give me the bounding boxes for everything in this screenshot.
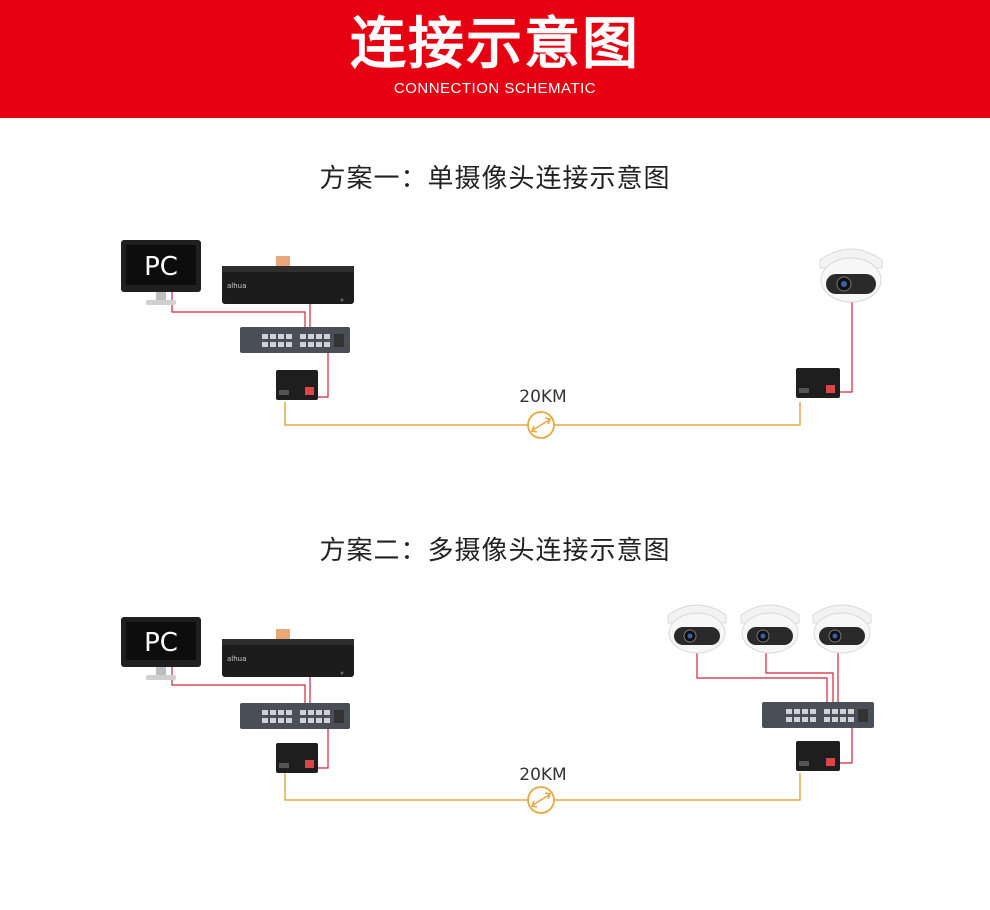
- pc-monitor-icon: PC: [121, 240, 201, 305]
- switch-to-converter-cable: [316, 715, 329, 769]
- scheme-1-title: 方案一：单摄像头连接示意图: [319, 164, 671, 194]
- network-switch-icon: [240, 327, 350, 353]
- pc-monitor-icon: PC: [121, 617, 201, 680]
- distance-label: 20KM: [519, 765, 566, 785]
- pc-label: PC: [144, 628, 178, 658]
- scheme-1-diagram: PC alhua 20KM: [121, 240, 883, 439]
- camera-2-cable: [765, 653, 834, 705]
- fiber-converter-left-icon: [276, 370, 318, 400]
- dome-camera-icon: [819, 248, 883, 303]
- fiber-link-icon: [527, 786, 555, 814]
- camera-to-converter-cable: [840, 300, 853, 393]
- nvr-recorder-icon: alhua: [222, 629, 354, 677]
- header-banner: 连接示意图 CONNECTION SCHEMATIC: [0, 0, 990, 118]
- dome-camera-3-icon: [812, 604, 872, 654]
- banner-title: 连接示意图: [350, 12, 640, 77]
- banner-subtitle: CONNECTION SCHEMATIC: [393, 80, 597, 97]
- network-switch-left-icon: [240, 703, 350, 729]
- network-switch-right-icon: [762, 702, 874, 728]
- dome-camera-1-icon: [667, 604, 727, 654]
- nvr-recorder-icon: alhua: [222, 256, 354, 304]
- ethernet-cables: [171, 650, 853, 769]
- pc-label: PC: [144, 252, 178, 282]
- switch-to-converter-cable: [316, 345, 329, 398]
- dome-camera-2-icon: [740, 604, 800, 654]
- fiber-converter-right-icon: [796, 741, 840, 771]
- fiber-link-icon: [527, 411, 555, 439]
- fiber-converter-left-icon: [276, 743, 318, 773]
- camera-1-cable: [696, 650, 828, 705]
- svg-text:alhua: alhua: [227, 655, 246, 663]
- switch-to-converter-right-cable: [840, 720, 853, 764]
- distance-label: 20KM: [519, 387, 566, 407]
- scheme-2-diagram: PC alhua 20KM: [121, 604, 874, 814]
- scheme-2-title: 方案二：多摄像头连接示意图: [319, 536, 671, 566]
- fiber-converter-right-icon: [796, 368, 840, 398]
- svg-text:alhua: alhua: [227, 282, 246, 290]
